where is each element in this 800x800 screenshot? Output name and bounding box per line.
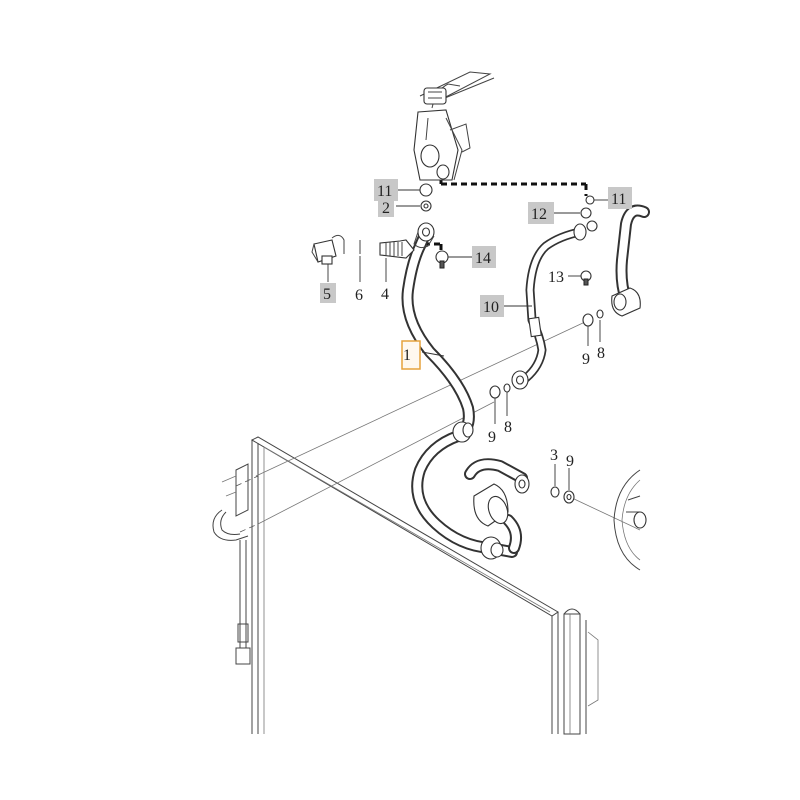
callout-2-box — [378, 197, 394, 217]
callout-5[interactable]: 5 — [320, 283, 336, 303]
leader-lines — [327, 189, 610, 490]
callout-10-label: 10 — [483, 299, 499, 316]
callout-4[interactable]: 4 — [381, 286, 389, 303]
callout-10-box — [480, 295, 504, 317]
callout-3[interactable]: 3 — [550, 447, 558, 464]
callout-11-left-box — [374, 179, 398, 201]
small-parts — [311, 183, 604, 504]
callout-5-box — [320, 283, 336, 303]
callout-1[interactable]: 1 — [401, 340, 421, 370]
callout-3-label: 3 — [550, 447, 558, 464]
callout-2-label: 2 — [382, 200, 390, 217]
callout-14-label: 14 — [475, 250, 491, 267]
callout-11-left[interactable]: 11 — [374, 179, 398, 201]
callout-11-right[interactable]: 11 — [608, 187, 632, 209]
callout-4-label: 4 — [381, 286, 389, 303]
callout-6[interactable]: 6 — [355, 287, 363, 304]
callout-9-middle[interactable]: 9 — [488, 429, 496, 446]
callout-11-left-label: 11 — [377, 183, 392, 200]
callout-12-box — [528, 202, 554, 224]
callout-9-upper-label: 9 — [582, 351, 590, 368]
callout-8-upper[interactable]: 8 — [597, 345, 605, 362]
callout-13[interactable]: 13 — [548, 269, 564, 286]
callouts: 1 2 3 4 5 6 8 8 9 — [320, 179, 632, 470]
callout-10[interactable]: 10 — [480, 295, 504, 317]
callout-9-middle-label: 9 — [488, 429, 496, 446]
condenser — [212, 436, 599, 735]
callout-8-middle-label: 8 — [504, 419, 512, 436]
callout-5-label: 5 — [323, 286, 331, 303]
hose-right — [611, 204, 650, 317]
hose-1 — [401, 222, 530, 560]
guide-lines — [235, 176, 641, 533]
callout-12-label: 12 — [531, 206, 547, 223]
callout-9-upper[interactable]: 9 — [582, 351, 590, 368]
callout-14[interactable]: 14 — [472, 246, 496, 268]
compressor — [613, 469, 647, 571]
callout-1-box — [401, 340, 421, 370]
callout-1-label: 1 — [403, 347, 411, 364]
callout-13-label: 13 — [548, 269, 564, 286]
callout-6-label: 6 — [355, 287, 363, 304]
callout-14-box — [472, 246, 496, 268]
hose-10 — [511, 220, 598, 390]
callout-2[interactable]: 2 — [378, 197, 394, 217]
callout-8-middle[interactable]: 8 — [504, 419, 512, 436]
callout-11-right-box — [608, 187, 632, 209]
callout-12[interactable]: 12 — [528, 202, 554, 224]
callout-9-lower-label: 9 — [566, 453, 574, 470]
callout-9-lower[interactable]: 9 — [566, 453, 574, 470]
callout-11-right-label: 11 — [611, 191, 626, 208]
expansion-valve — [413, 71, 495, 181]
callout-8-upper-label: 8 — [597, 345, 605, 362]
